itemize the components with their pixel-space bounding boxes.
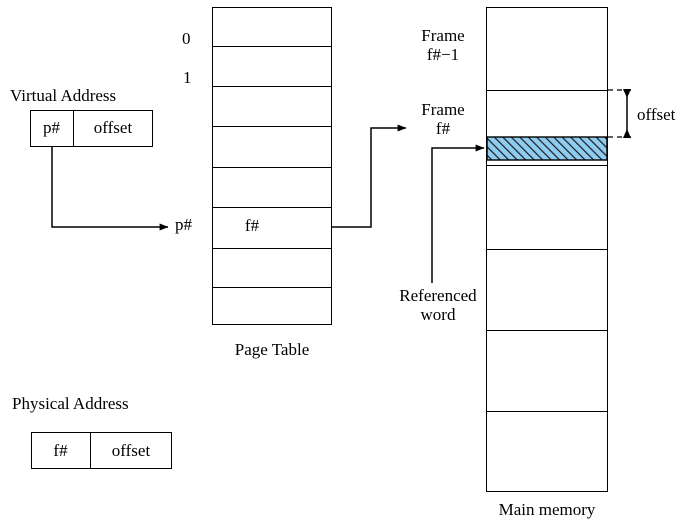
physical-address-caption: Physical Address bbox=[12, 394, 129, 413]
main-memory-frame-divider-2 bbox=[486, 165, 608, 166]
page-table-row-divider-6 bbox=[212, 248, 332, 249]
offset-arrowhead-top bbox=[623, 89, 631, 98]
virtual-address-divider bbox=[73, 110, 74, 147]
page-table-row-divider-2 bbox=[212, 86, 332, 87]
page-table-entry-frame-number: f# bbox=[244, 216, 260, 235]
virtual-address-box bbox=[30, 110, 153, 147]
physical-address-divider bbox=[90, 432, 91, 469]
physical-address-frame-number: f# bbox=[53, 441, 68, 460]
main-memory-frame-divider-3 bbox=[486, 249, 608, 250]
referenced-word-label: Referenced word bbox=[399, 286, 477, 325]
main-memory-caption: Main memory bbox=[498, 500, 596, 519]
physical-address-box bbox=[31, 432, 172, 469]
virtual-address-caption: Virtual Address bbox=[10, 86, 117, 105]
offset-bracket-label: offset bbox=[637, 105, 676, 124]
page-table bbox=[212, 7, 332, 325]
page-table-row-divider-1 bbox=[212, 46, 332, 47]
page-table-caption: Page Table bbox=[234, 340, 310, 359]
page-table-to-main-memory-connector bbox=[332, 124, 407, 228]
referenced-word-highlight bbox=[486, 136, 608, 161]
page-table-index-0: 0 bbox=[182, 29, 191, 48]
main-memory-frame-divider-4 bbox=[486, 330, 608, 331]
page-table-index-page-number: p# bbox=[175, 215, 192, 234]
virtual-address-page-number: p# bbox=[43, 118, 60, 137]
page-table-row-divider-5 bbox=[212, 207, 332, 208]
main-memory-frame-label-prev: Frame f#−1 bbox=[421, 26, 465, 65]
page-table-row-divider-3 bbox=[212, 126, 332, 127]
main-memory-frame-label-current: Frame f# bbox=[421, 100, 465, 139]
main-memory-frame-divider-5 bbox=[486, 411, 608, 412]
main-memory-frame-divider-1 bbox=[486, 90, 608, 91]
physical-address-offset: offset bbox=[111, 441, 151, 460]
virtual-address-to-page-table-connector bbox=[51, 147, 169, 231]
page-table-row-divider-7 bbox=[212, 287, 332, 288]
offset-arrowhead-bottom bbox=[623, 129, 631, 138]
page-table-row-divider-4 bbox=[212, 167, 332, 168]
page-table-index-1: 1 bbox=[183, 68, 192, 87]
referenced-word-connector bbox=[431, 144, 485, 283]
virtual-address-offset: offset bbox=[93, 118, 133, 137]
